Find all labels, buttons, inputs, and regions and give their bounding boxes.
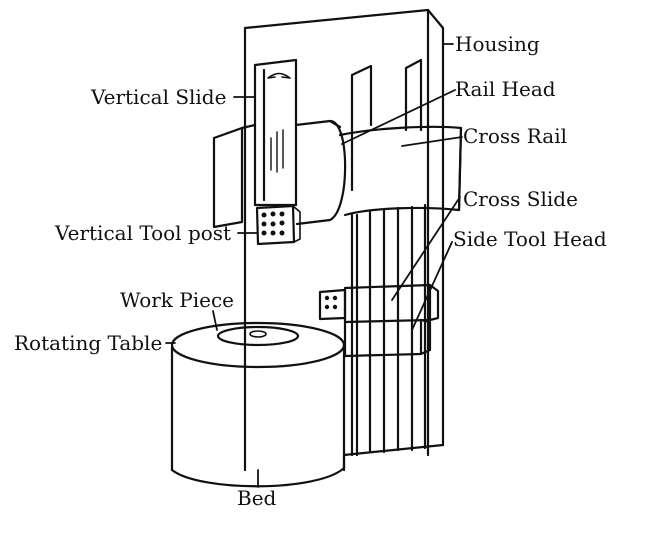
leader-lines: [165, 43, 463, 488]
leader-side-tool-head: [411, 241, 453, 331]
side-tool-head-drawing: [318, 283, 440, 358]
label-cross-rail: Cross Rail: [463, 124, 567, 148]
label-side-tool-head: Side Tool Head: [453, 227, 607, 251]
leader-rail-head: [341, 89, 456, 145]
label-vertical-slide: Vertical Slide: [90, 85, 226, 109]
leader-cross-rail: [401, 136, 463, 147]
leader-work-piece: [212, 310, 218, 331]
label-cross-slide: Cross Slide: [463, 187, 578, 211]
leader-cross-slide: [391, 196, 461, 301]
label-rail-head: Rail Head: [455, 77, 556, 101]
rail-head-drawing: [212, 119, 347, 229]
vertical-tool-post-drawing: [255, 204, 301, 246]
label-bed: Bed: [237, 486, 277, 510]
vertical-slide-drawing: [253, 58, 298, 207]
labels: Housing Rail Head Vertical Slide Cross R…: [14, 32, 607, 510]
label-vertical-tool-post: Vertical Tool post: [54, 221, 231, 245]
cross-rail-drawing: [338, 125, 463, 217]
label-housing: Housing: [455, 32, 540, 56]
rotating-table-drawing: [170, 321, 346, 488]
label-work-piece: Work Piece: [120, 288, 234, 312]
label-rotating-table: Rotating Table: [14, 331, 162, 355]
work-piece-drawing: [216, 325, 300, 347]
